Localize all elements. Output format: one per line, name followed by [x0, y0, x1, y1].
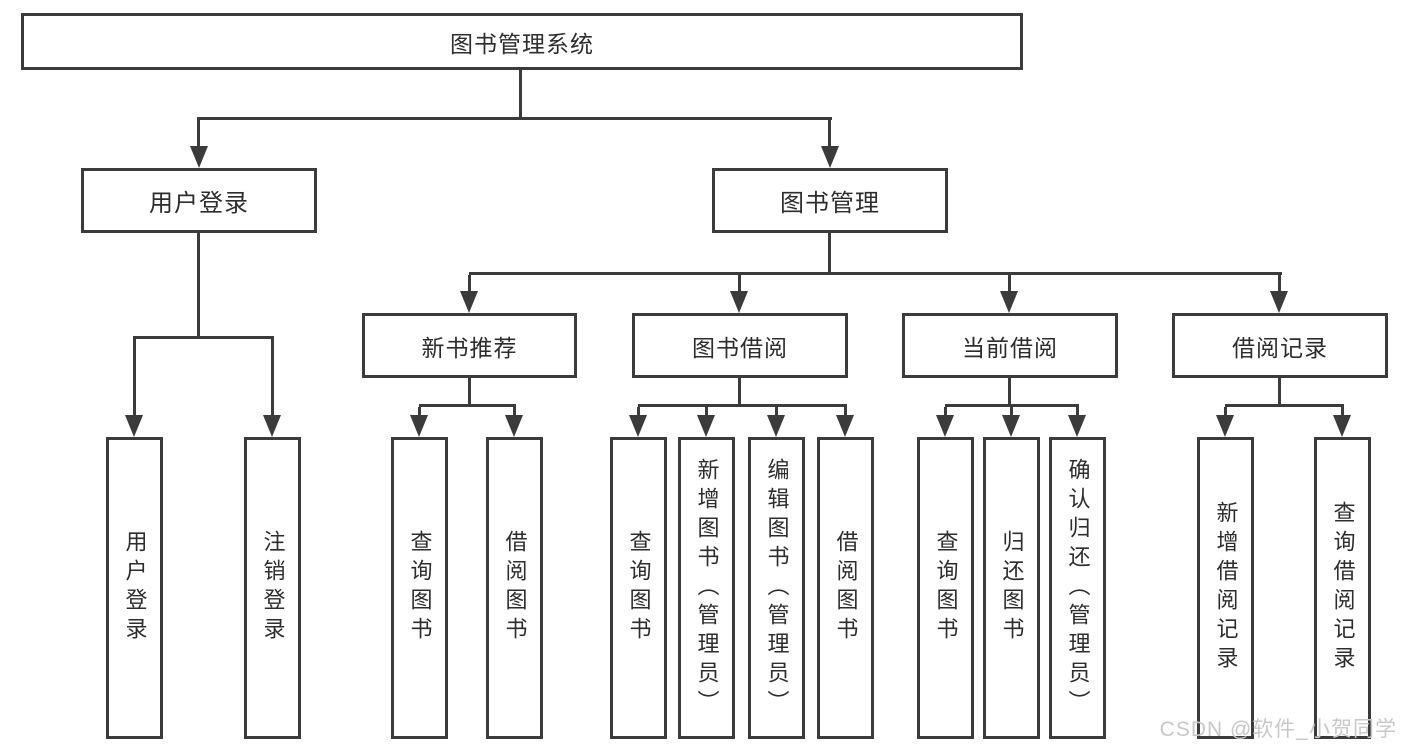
- connector-line: [1341, 407, 1344, 417]
- arrow-down-icon: [190, 146, 208, 168]
- node-label: 当前借阅: [962, 334, 1058, 361]
- node-label: 查询借阅记录: [1330, 501, 1356, 675]
- arrow-down-icon: [1270, 291, 1288, 313]
- connector-line: [133, 336, 274, 339]
- connector-line: [197, 120, 200, 148]
- connector-line: [1278, 275, 1281, 293]
- node-book-borrowing: 图书借阅: [632, 313, 848, 378]
- arrow-down-icon: [629, 415, 647, 437]
- node-library-management-system: 图书管理系统: [21, 13, 1023, 70]
- connector-line: [468, 275, 471, 293]
- arrow-down-icon: [1002, 415, 1020, 437]
- arrow-down-icon: [263, 415, 281, 437]
- arrow-down-icon: [1333, 415, 1351, 437]
- node-label: 编辑图书（管理员）: [764, 457, 790, 719]
- arrow-down-icon: [125, 415, 143, 437]
- leaf-edit-book-admin: 编辑图书（管理员）: [748, 437, 805, 739]
- node-user-login: 用户登录: [81, 168, 317, 233]
- leaf-confirm-return-admin: 确认归还（管理员）: [1049, 437, 1106, 739]
- connector-line: [1076, 407, 1079, 417]
- arrow-down-icon: [410, 415, 428, 437]
- connector-line: [197, 117, 832, 120]
- connector-line: [738, 378, 741, 407]
- connector-line: [1008, 275, 1011, 293]
- connector-line: [828, 233, 831, 275]
- leaf-query-borrow-record: 查询借阅记录: [1314, 437, 1371, 739]
- connector-line: [468, 378, 471, 407]
- node-label: 查询图书: [626, 530, 652, 646]
- connector-line: [638, 404, 847, 407]
- leaf-borrow-books-borrowing: 借阅图书: [817, 437, 874, 739]
- arrow-down-icon: [936, 415, 954, 437]
- leaf-logout: 注销登录: [244, 437, 301, 739]
- connector-line: [271, 339, 274, 417]
- connector-line: [1224, 407, 1227, 417]
- leaf-user-login: 用户登录: [106, 437, 163, 739]
- node-label: 图书管理: [780, 190, 880, 217]
- leaf-return-books: 归还图书: [983, 437, 1040, 739]
- arrow-down-icon: [460, 291, 478, 313]
- connector-line: [1008, 378, 1011, 407]
- leaf-add-book-admin: 新增图书（管理员）: [678, 437, 735, 739]
- node-label: 用户登录: [149, 190, 249, 217]
- connector-line: [637, 407, 640, 417]
- arrow-down-icon: [767, 415, 785, 437]
- arrow-down-icon: [1068, 415, 1086, 437]
- connector-line: [1225, 404, 1344, 407]
- node-label: 注销登录: [260, 530, 286, 646]
- connector-line: [844, 407, 847, 417]
- node-label: 借阅图书: [502, 530, 528, 646]
- connector-line: [1010, 407, 1013, 417]
- leaf-query-books-current: 查询图书: [917, 437, 974, 739]
- connector-line: [418, 407, 421, 417]
- connector-line: [738, 275, 741, 293]
- connector-line: [828, 120, 831, 148]
- node-label: 归还图书: [999, 530, 1025, 646]
- arrow-down-icon: [1000, 291, 1018, 313]
- arrow-down-icon: [821, 146, 839, 168]
- connector-line: [519, 70, 522, 120]
- connector-line: [705, 407, 708, 417]
- arrow-down-icon: [505, 415, 523, 437]
- connector-line: [197, 233, 200, 338]
- node-current-borrowing: 当前借阅: [902, 313, 1118, 378]
- node-label: 查询图书: [933, 530, 959, 646]
- arrow-down-icon: [697, 415, 715, 437]
- node-book-management: 图书管理: [712, 168, 948, 233]
- node-label: 新增图书（管理员）: [694, 457, 720, 719]
- arrow-down-icon: [836, 415, 854, 437]
- connector-line: [469, 272, 1282, 275]
- node-label: 用户登录: [122, 530, 148, 646]
- node-label: 新书推荐: [421, 334, 518, 361]
- connector-line: [944, 407, 947, 417]
- node-label: 查询图书: [407, 530, 433, 646]
- watermark: CSDN @软件_小贺同学: [1159, 718, 1397, 741]
- connector-line: [513, 407, 516, 417]
- leaf-query-books-recommend: 查询图书: [391, 437, 448, 739]
- node-borrowing-records: 借阅记录: [1172, 313, 1388, 378]
- leaf-query-books-borrowing: 查询图书: [610, 437, 667, 739]
- node-label: 借阅图书: [833, 530, 859, 646]
- connector-line: [133, 339, 136, 417]
- connector-line: [775, 407, 778, 417]
- leaf-borrow-books-recommend: 借阅图书: [486, 437, 543, 739]
- node-label: 图书借阅: [692, 334, 788, 361]
- node-new-book-recommendation: 新书推荐: [362, 313, 577, 378]
- leaf-add-borrow-record: 新增借阅记录: [1197, 437, 1254, 739]
- node-label: 借阅记录: [1232, 334, 1328, 361]
- connector-line: [1278, 378, 1281, 407]
- node-label: 确认归还（管理员）: [1065, 457, 1091, 719]
- node-label: 新增借阅记录: [1213, 501, 1239, 675]
- arrow-down-icon: [730, 291, 748, 313]
- arrow-down-icon: [1216, 415, 1234, 437]
- connector-line: [945, 404, 1079, 407]
- node-label: 图书管理系统: [450, 30, 594, 57]
- connector-line: [419, 404, 516, 407]
